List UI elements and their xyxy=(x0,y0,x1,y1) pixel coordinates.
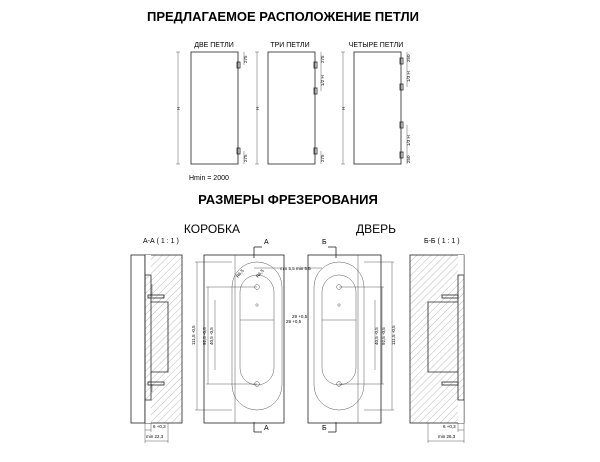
hinge xyxy=(236,147,241,155)
door-dim-111: 111,5 -0,5 xyxy=(391,325,396,345)
panel-three-hinges: ТРИ ПЕТЛИ H 275 1/2 H 275 xyxy=(255,42,325,165)
door-dim-92: 92,5 -0,5 xyxy=(381,327,386,345)
door-dim-40: 40,5 -0,5 xyxy=(374,327,379,345)
mark-a-top: А xyxy=(264,239,269,246)
dim-top: 250 xyxy=(406,54,411,62)
height-label: H xyxy=(255,107,260,110)
frame-dim-29: 29 +0,5 xyxy=(286,319,302,324)
panel-two-hinges: ДВЕ ПЕТЛИ H 275 275 xyxy=(176,42,248,165)
aa-dim-min: min 22,3 xyxy=(146,434,164,439)
frame-dim-111: 111,5 -0,5 xyxy=(191,325,196,345)
door-dim-depth: min 5,5 xyxy=(296,266,311,271)
door-heading: ДВЕРЬ xyxy=(356,222,396,236)
section-bb: 6 +0,3 min 26,3 xyxy=(409,254,465,443)
dim-bottom: 250 xyxy=(406,155,411,163)
bb-dim-6: 6 +0,3 xyxy=(443,424,456,429)
frame-dim-r: R6,5 xyxy=(255,268,265,279)
aa-dim-6: 6 +0,3 xyxy=(153,424,166,429)
height-label: H xyxy=(341,107,346,110)
hinge xyxy=(313,147,318,155)
panel-label: ТРИ ПЕТЛИ xyxy=(270,42,309,49)
section-aa: 6 +0,3 min 22,3 xyxy=(130,254,183,443)
dim-top: 275 xyxy=(320,55,325,63)
door-dim-29: 29 +0,5 xyxy=(292,314,308,319)
hinge xyxy=(399,83,404,91)
panel-label: ЧЕТЫРЕ ПЕТЛИ xyxy=(349,42,404,49)
hinge xyxy=(313,61,318,69)
main-title: ПРЕДЛАГАЕМОЕ РАСПОЛОЖЕНИЕ ПЕТЛИ xyxy=(147,9,419,24)
hinge xyxy=(399,57,404,65)
door-view: Б Б 111,5 -0,5 92,5 -0,5 40,5 -0,5 29 +0… xyxy=(292,239,396,433)
hinge xyxy=(313,87,318,95)
dim-lower: 1/3 H xyxy=(406,135,411,146)
door-outline xyxy=(190,51,239,165)
hinge xyxy=(399,151,404,159)
dim-upper: 1/3 H xyxy=(406,71,411,82)
svg-text:R6,5: R6,5 xyxy=(235,268,245,279)
mark-b-bottom: Б xyxy=(322,425,327,432)
door-outline xyxy=(267,51,316,165)
milling-title: РАЗМЕРЫ ФРЕЗЕРОВАНИЯ xyxy=(198,192,378,207)
frame-heading: КОРОБКА xyxy=(184,222,240,236)
hmin-label: Hmin = 2000 xyxy=(189,175,229,182)
dim-mid: 1/2 H xyxy=(320,75,325,86)
frame-dim-40: 40,5 -0,5 xyxy=(209,327,214,345)
hinge xyxy=(236,61,241,69)
hinge xyxy=(399,121,404,129)
dim-bottom: 275 xyxy=(243,154,248,162)
frame-dim-92: 92,5 -0,5 xyxy=(202,327,207,345)
panel-four-hinges: ЧЕТЫРЕ ПЕТЛИ H 250 1/3 H 1/3 H 250 xyxy=(341,42,411,165)
mark-b-top: Б xyxy=(322,239,327,246)
frame-view: А А 111,5 -0,5 92,5 -0,5 40,5 -0,5 29 +0… xyxy=(191,239,302,433)
panel-label: ДВЕ ПЕТЛИ xyxy=(194,42,233,49)
section-bb-label: Б-Б ( 1 : 1 ) xyxy=(424,238,460,245)
door-outline xyxy=(353,51,402,165)
mark-a-bottom: А xyxy=(264,425,269,432)
bb-dim-min: min 26,3 xyxy=(438,434,456,439)
dim-top: 275 xyxy=(243,55,248,63)
height-label: H xyxy=(176,107,181,110)
frame-dim-depth: min 5,5 xyxy=(280,266,295,271)
dim-bottom: 275 xyxy=(320,154,325,162)
section-aa-label: А-А ( 1 : 1 ) xyxy=(143,238,179,245)
